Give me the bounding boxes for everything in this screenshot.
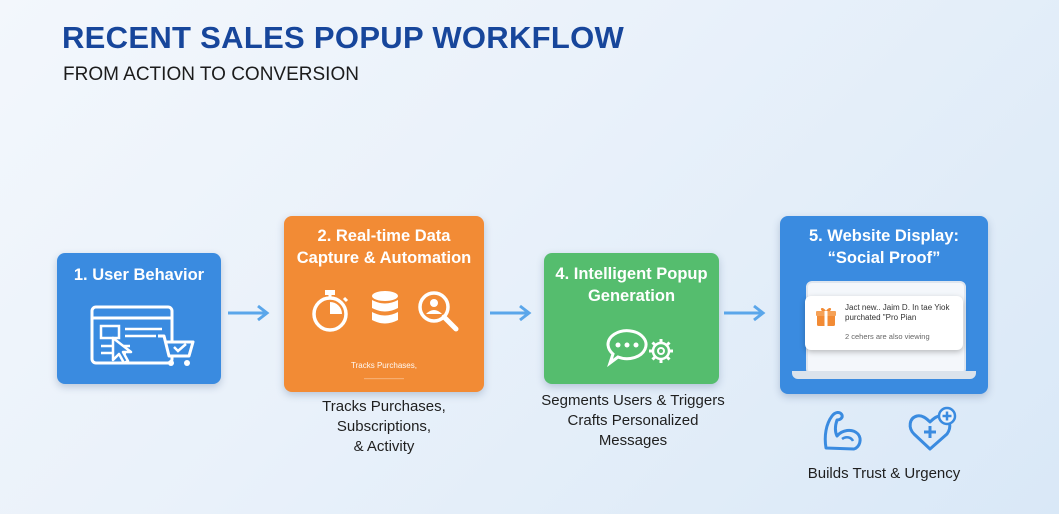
step-4-card: 4. Intelligent Popup Generation	[544, 253, 719, 384]
browser-window-icon	[90, 305, 174, 365]
social-proof-popup: Jact new.. Jaim D. In tae Yiok purchated…	[805, 296, 963, 350]
popup-footer: 2 cehers are also viewing	[845, 332, 930, 341]
page-title: RECENT SALES POPUP WORKFLOW	[62, 20, 625, 55]
gift-icon	[816, 307, 836, 326]
step-4-caption: Segments Users & Triggers Crafts Persona…	[541, 392, 725, 449]
user-search-icon	[418, 291, 459, 332]
popup-text: Jact new.. Jaim D. In tae Yiok purchated…	[845, 303, 950, 322]
database-icon	[372, 291, 398, 324]
chat-bubble-icon	[606, 329, 648, 367]
step-5-caption: Builds Trust & Urgency	[807, 465, 961, 482]
shopping-cart-icon	[158, 334, 195, 366]
flexed-arm-icon	[823, 411, 862, 451]
step-2-caption: Tracks Purchases, Subscriptions, & Activ…	[322, 398, 446, 455]
step-5-title: 5. Website Display: “Social Proof”	[808, 227, 960, 267]
step-2-inner-text-faint: —————	[364, 374, 404, 383]
step-4-title: 4. Intelligent Popup Generation	[555, 265, 708, 305]
cursor-icon	[111, 336, 133, 365]
step-1-card: 1. User Behavior	[57, 253, 221, 384]
page-subtitle: FROM ACTION TO CONVERSION	[63, 64, 359, 85]
stopwatch-icon	[312, 290, 349, 332]
step-1-title: 1. User Behavior	[73, 266, 205, 284]
arrow-1-to-2	[228, 304, 270, 322]
laptop-base	[792, 371, 976, 379]
step-2-title: 2. Real-time Data Capture & Automation	[296, 227, 472, 267]
arrow-2-to-4	[490, 304, 532, 322]
heart-plus-icon	[908, 406, 957, 451]
arrow-4-to-5	[724, 304, 766, 322]
gear-icon	[649, 339, 673, 363]
step-2-card: 2. Real-time Data Capture & Automation T…	[284, 216, 484, 392]
step-2-inner-text: Tracks Purchases,	[351, 361, 417, 370]
step-5-card: 5. Website Display: “Social Proof” Jact …	[780, 216, 988, 394]
